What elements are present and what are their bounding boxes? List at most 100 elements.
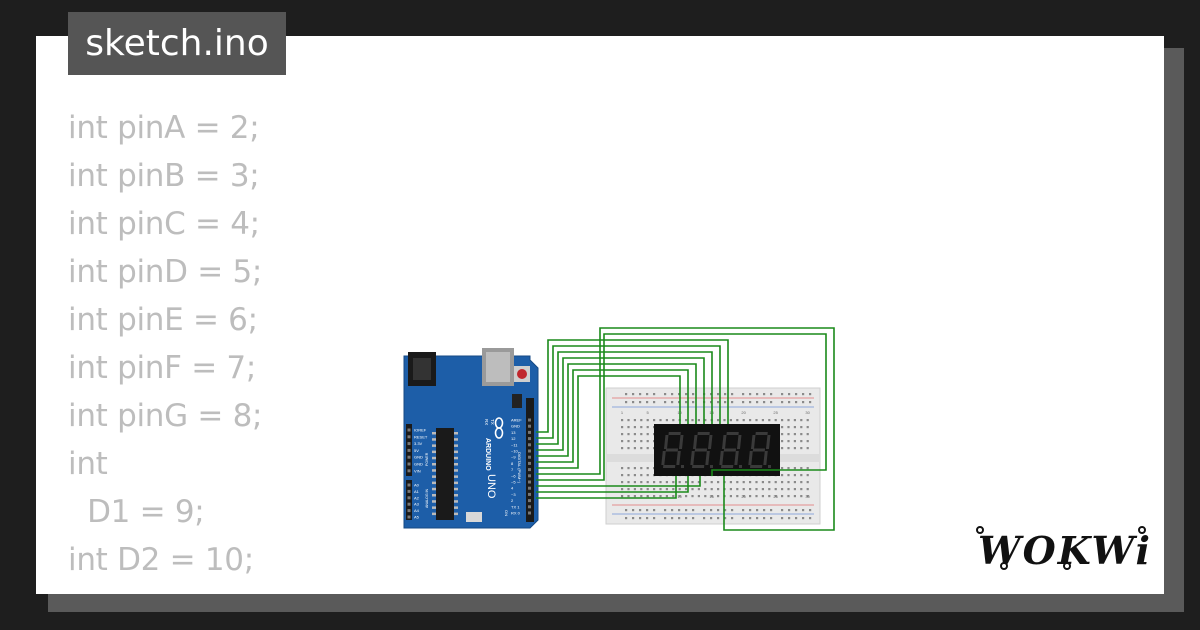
breadboard-hole[interactable]	[787, 467, 790, 470]
rail-hole[interactable]	[671, 401, 674, 404]
rail-hole[interactable]	[710, 509, 713, 512]
breadboard-hole[interactable]	[781, 440, 784, 443]
breadboard-hole[interactable]	[621, 447, 624, 450]
breadboard-hole[interactable]	[672, 495, 675, 498]
breadboard-hole[interactable]	[710, 481, 713, 484]
breadboard-hole[interactable]	[627, 419, 630, 422]
breadboard-hole[interactable]	[691, 495, 694, 498]
rail-hole[interactable]	[795, 401, 798, 404]
rail-hole[interactable]	[710, 401, 713, 404]
rail-hole[interactable]	[646, 517, 649, 520]
rail-hole[interactable]	[671, 517, 674, 520]
seven-segment-display[interactable]	[654, 424, 780, 476]
rail-hole[interactable]	[795, 393, 798, 396]
rail-hole[interactable]	[678, 401, 681, 404]
breadboard-hole[interactable]	[755, 481, 758, 484]
rail-hole[interactable]	[692, 393, 695, 396]
breadboard-hole[interactable]	[749, 488, 752, 491]
breadboard-hole[interactable]	[774, 419, 777, 422]
rail-hole[interactable]	[749, 509, 752, 512]
breadboard-hole[interactable]	[627, 467, 630, 470]
breadboard-hole[interactable]	[736, 495, 739, 498]
breadboard-hole[interactable]	[749, 419, 752, 422]
breadboard-hole[interactable]	[704, 419, 707, 422]
breadboard-hole[interactable]	[729, 495, 732, 498]
rail-hole[interactable]	[770, 509, 773, 512]
rail-hole[interactable]	[692, 517, 695, 520]
rail-hole[interactable]	[731, 509, 734, 512]
power-pin[interactable]	[407, 462, 411, 466]
wire[interactable]	[536, 357, 705, 451]
power-pin[interactable]	[407, 469, 411, 473]
breadboard-hole[interactable]	[729, 481, 732, 484]
rail-hole[interactable]	[756, 509, 759, 512]
breadboard-hole[interactable]	[787, 474, 790, 477]
breadboard-hole[interactable]	[640, 474, 643, 477]
breadboard-hole[interactable]	[781, 433, 784, 436]
breadboard-hole[interactable]	[781, 467, 784, 470]
rail-hole[interactable]	[632, 509, 635, 512]
rail-hole[interactable]	[742, 401, 745, 404]
rail-hole[interactable]	[788, 401, 791, 404]
breadboard-hole[interactable]	[761, 419, 764, 422]
breadboard-hole[interactable]	[742, 481, 745, 484]
breadboard-hole[interactable]	[646, 467, 649, 470]
breadboard-hole[interactable]	[621, 419, 624, 422]
breadboard-hole[interactable]	[806, 488, 809, 491]
breadboard-hole[interactable]	[621, 474, 624, 477]
breadboard-hole[interactable]	[761, 488, 764, 491]
rail-hole[interactable]	[703, 517, 706, 520]
breadboard-hole[interactable]	[646, 433, 649, 436]
rail-hole[interactable]	[653, 393, 656, 396]
breadboard-hole[interactable]	[697, 488, 700, 491]
breadboard-hole[interactable]	[659, 488, 662, 491]
breadboard-hole[interactable]	[800, 426, 803, 429]
breadboard-hole[interactable]	[685, 488, 688, 491]
breadboard-hole[interactable]	[704, 481, 707, 484]
breadboard-hole[interactable]	[685, 495, 688, 498]
rail-hole[interactable]	[685, 401, 688, 404]
rail-hole[interactable]	[781, 517, 784, 520]
breadboard-hole[interactable]	[646, 447, 649, 450]
breadboard-hole[interactable]	[768, 495, 771, 498]
rail-hole[interactable]	[731, 517, 734, 520]
breadboard-hole[interactable]	[729, 488, 732, 491]
breadboard-hole[interactable]	[640, 440, 643, 443]
breadboard-hole[interactable]	[627, 426, 630, 429]
breadboard-hole[interactable]	[678, 481, 681, 484]
breadboard-hole[interactable]	[627, 488, 630, 491]
breadboard-hole[interactable]	[806, 467, 809, 470]
breadboard-hole[interactable]	[793, 495, 796, 498]
breadboard-hole[interactable]	[781, 447, 784, 450]
rail-hole[interactable]	[802, 401, 805, 404]
breadboard-hole[interactable]	[633, 440, 636, 443]
digital-pin[interactable]	[528, 492, 531, 496]
rail-hole[interactable]	[664, 517, 667, 520]
rail-hole[interactable]	[646, 509, 649, 512]
breadboard-hole[interactable]	[781, 474, 784, 477]
breadboard-hole[interactable]	[697, 495, 700, 498]
breadboard-hole[interactable]	[710, 495, 713, 498]
arduino-uno-board[interactable]: TX RX ARDUINO UNO DIGITAL (PWM~) ON IORE…	[403, 348, 539, 529]
rail-hole[interactable]	[653, 509, 656, 512]
rail-hole[interactable]	[809, 401, 812, 404]
breadboard-hole[interactable]	[621, 440, 624, 443]
digital-pin[interactable]	[528, 455, 531, 459]
breadboard-hole[interactable]	[691, 419, 694, 422]
digital-pin[interactable]	[528, 474, 531, 478]
rail-hole[interactable]	[717, 401, 720, 404]
wire[interactable]	[536, 375, 681, 469]
breadboard-hole[interactable]	[800, 440, 803, 443]
breadboard-hole[interactable]	[646, 440, 649, 443]
breadboard-hole[interactable]	[665, 495, 668, 498]
breadboard-hole[interactable]	[633, 481, 636, 484]
rail-hole[interactable]	[749, 517, 752, 520]
digital-pin[interactable]	[528, 424, 531, 428]
rail-hole[interactable]	[717, 509, 720, 512]
wire[interactable]	[536, 476, 689, 493]
rail-hole[interactable]	[770, 401, 773, 404]
rail-hole[interactable]	[763, 517, 766, 520]
breadboard-hole[interactable]	[781, 419, 784, 422]
rail-hole[interactable]	[763, 509, 766, 512]
breadboard-hole[interactable]	[806, 495, 809, 498]
